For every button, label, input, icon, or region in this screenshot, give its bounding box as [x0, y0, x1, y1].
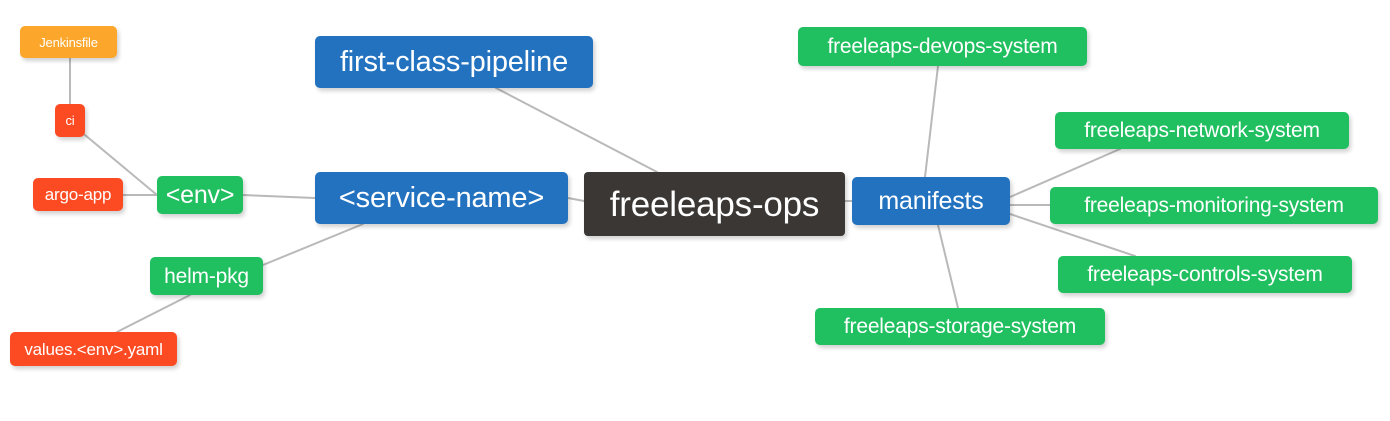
node-label: freeleaps-controls-system [1087, 263, 1323, 286]
node-label: freeleaps-network-system [1084, 119, 1320, 142]
node-label: helm-pkg [164, 264, 249, 288]
node-argo-app[interactable]: argo-app [33, 178, 123, 211]
node-jenkinsfile[interactable]: Jenkinsfile [20, 26, 117, 58]
node-label: manifests [878, 186, 984, 215]
edge-env-to-service-name [242, 194, 316, 199]
edge-pipeline-to-root [495, 87, 658, 173]
node-pipeline[interactable]: first-class-pipeline [315, 36, 593, 88]
node-label: freeleaps-storage-system [843, 315, 1077, 338]
node-ci[interactable]: ci [55, 104, 85, 137]
edge-service-name-to-root [567, 197, 585, 202]
node-helm-pkg[interactable]: helm-pkg [150, 257, 263, 295]
node-label: freeleaps-devops-system [827, 35, 1058, 58]
node-devops[interactable]: freeleaps-devops-system [798, 27, 1087, 66]
edge-manifests-to-devops [924, 65, 939, 178]
edge-manifests-to-storage [937, 224, 959, 309]
node-label: argo-app [44, 185, 112, 204]
node-controls[interactable]: freeleaps-controls-system [1058, 256, 1352, 293]
node-label: first-class-pipeline [339, 45, 569, 78]
node-label: values.<env>.yaml [24, 339, 163, 359]
edge-helm-pkg-to-values-yaml [116, 294, 191, 333]
node-label: Jenkinsfile [39, 34, 98, 50]
node-storage[interactable]: freeleaps-storage-system [815, 308, 1105, 345]
node-network[interactable]: freeleaps-network-system [1055, 112, 1349, 149]
node-root[interactable]: freeleaps-ops [584, 172, 845, 236]
node-values-yaml[interactable]: values.<env>.yaml [10, 332, 177, 366]
node-label: <service-name> [338, 181, 545, 214]
node-label: freeleaps-monitoring-system [1084, 194, 1344, 217]
node-monitoring[interactable]: freeleaps-monitoring-system [1050, 187, 1378, 224]
node-label: freeleaps-ops [609, 184, 820, 224]
node-label: <env> [165, 180, 235, 209]
edge-service-name-to-helm-pkg [262, 223, 364, 266]
node-env[interactable]: <env> [157, 176, 243, 214]
node-service-name[interactable]: <service-name> [315, 172, 568, 224]
node-manifests[interactable]: manifests [852, 177, 1010, 225]
node-label: ci [65, 113, 75, 128]
